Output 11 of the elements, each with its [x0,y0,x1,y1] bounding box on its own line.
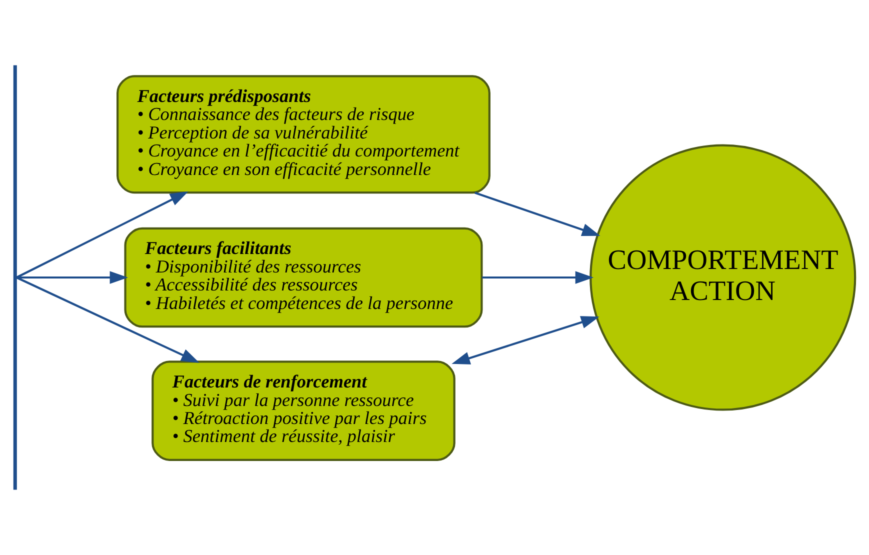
arrow [482,271,594,284]
arrow [16,276,200,363]
node-box: Facteurs de renforcement • Suivi par la personne ressource • Rétroaction positive par les pairs • Sentiment de réussite, plaisir [152,360,456,461]
node-box: Facteurs facilitants • Disponibilité des ressources • Accessibilité des ressources • Habiletés et compétences de la personne [124,227,483,328]
arrow [474,192,600,236]
node-bar [13,65,17,490]
arrow [16,191,188,278]
node-circle: COMPORTEMENT ACTION [590,144,856,411]
arrow [452,316,600,364]
arrow [16,271,128,284]
node-box: Facteurs prédisposants • Connaissance des facteurs de risque • Perception de sa vulnérabilité • Croyance en l’efficacitié du comportement • Croyance en son efficacité personnelle [116,75,490,194]
